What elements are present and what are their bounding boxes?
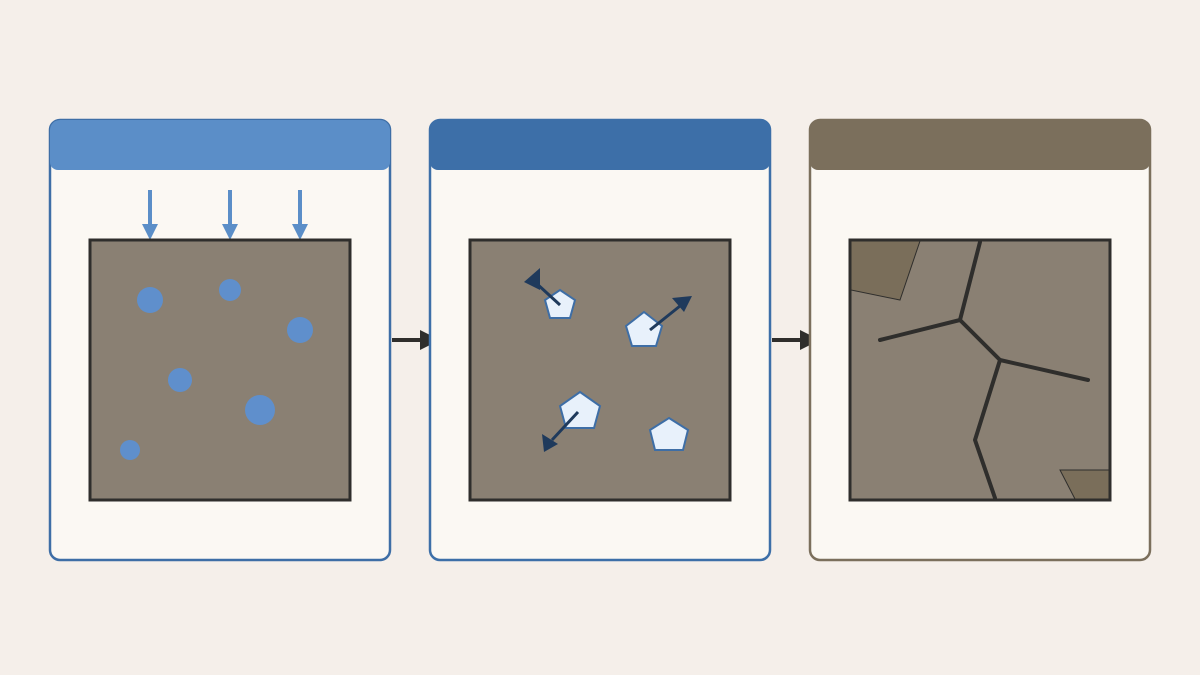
ice-crystal-icon [648,416,690,451]
crack-icon [878,240,1090,500]
downward-arrow-icon [142,190,158,240]
porous-material-block [88,238,352,502]
water-drop-icon [287,317,313,343]
water-drop-icon [219,279,241,301]
water-drop-icon [245,395,275,425]
water-drop-icon [168,368,192,392]
water-drop-icon [120,440,140,460]
expansion-arrow-icon [524,268,562,307]
downward-arrow-icon [292,190,308,240]
stage-card-water-infiltration [48,118,392,562]
stage-card-header [430,120,770,170]
stage-card-header [50,120,390,170]
stage-card-ice-expansion [428,118,772,562]
stage-card-header [810,120,1150,170]
expansion-arrow-icon [649,296,692,332]
expansion-arrow-icon [542,410,580,452]
water-drop-icon [137,287,163,313]
downward-arrow-icon [222,190,238,240]
spalled-fragment-icon [850,240,921,301]
porous-material-block [468,238,732,502]
spalled-fragment-icon [1059,469,1110,500]
stage-card-cracking-spalling [808,118,1152,562]
